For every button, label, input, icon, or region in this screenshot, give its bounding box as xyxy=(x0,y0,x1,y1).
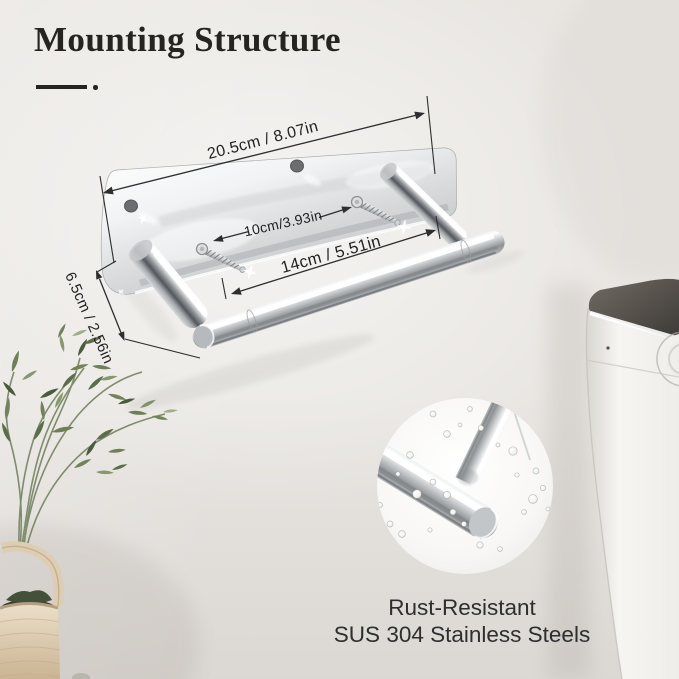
zoom-inset xyxy=(377,398,553,574)
basket-body xyxy=(0,603,60,679)
extension-line xyxy=(96,260,117,273)
screw-right xyxy=(350,195,401,226)
small-object-base xyxy=(72,673,90,679)
arrowhead-icon xyxy=(118,331,125,341)
screw-left xyxy=(195,242,246,273)
dimension-line-screw-spacing xyxy=(213,206,352,242)
extension-line xyxy=(99,175,115,264)
storage-basket xyxy=(0,541,90,679)
title-underline xyxy=(36,85,87,89)
inset-plate-edge xyxy=(511,404,531,461)
extension-line xyxy=(435,215,441,240)
trash-can-button-ring xyxy=(658,334,679,384)
trash-can-body xyxy=(586,300,679,679)
extension-line xyxy=(426,95,436,175)
dimension-line-bar-span xyxy=(221,215,441,300)
arrowhead-icon xyxy=(96,270,103,280)
sensor-dot xyxy=(606,346,610,350)
extension-line xyxy=(221,277,227,300)
trash-can xyxy=(585,278,679,679)
bar-highlight xyxy=(199,233,495,334)
trash-can-rim-highlight xyxy=(589,310,679,342)
dimension-line-depth xyxy=(96,260,201,359)
front-bar xyxy=(192,230,505,349)
material-note-line2: SUS 304 Stainless Steels xyxy=(333,621,591,647)
right-arm xyxy=(379,162,467,248)
bar-left-end-cap xyxy=(193,325,214,348)
arrowhead-icon xyxy=(341,206,352,214)
title-underline-dot xyxy=(93,85,98,90)
material-note: Rust-Resistant SUS 304 Stainless Steels xyxy=(334,595,590,648)
bar-seam-right xyxy=(460,239,472,263)
trash-can-lid xyxy=(588,278,679,341)
material-note-line1: Rust-Resistant xyxy=(388,595,536,620)
inset-bar-end-cap xyxy=(468,507,497,538)
trash-can-seam xyxy=(585,359,679,378)
arrowhead-icon xyxy=(213,235,224,242)
arrowhead-icon xyxy=(414,111,425,120)
arrowhead-icon xyxy=(231,287,242,295)
page-title: Mounting Structure xyxy=(34,20,341,59)
basket-weave-texture xyxy=(0,618,61,678)
arrowhead-icon xyxy=(425,229,436,237)
potted-plant-foliage xyxy=(6,590,52,604)
plate-screw-hole-right xyxy=(290,159,304,173)
zoom-inset-circle xyxy=(377,398,553,574)
arrowhead-icon xyxy=(103,186,114,195)
product-shadow xyxy=(123,251,524,410)
inset-vertical-bar xyxy=(455,398,515,487)
dimension-annotations xyxy=(96,95,441,359)
decorative-plant xyxy=(0,322,179,552)
plate-screw-hole-left xyxy=(124,199,138,213)
extension-line xyxy=(124,338,201,359)
dimension-line-overall-width xyxy=(99,95,436,264)
water-droplets xyxy=(377,406,551,552)
left-arm xyxy=(129,239,209,329)
plant-stems xyxy=(5,357,166,552)
bar-seam-left xyxy=(246,309,258,333)
